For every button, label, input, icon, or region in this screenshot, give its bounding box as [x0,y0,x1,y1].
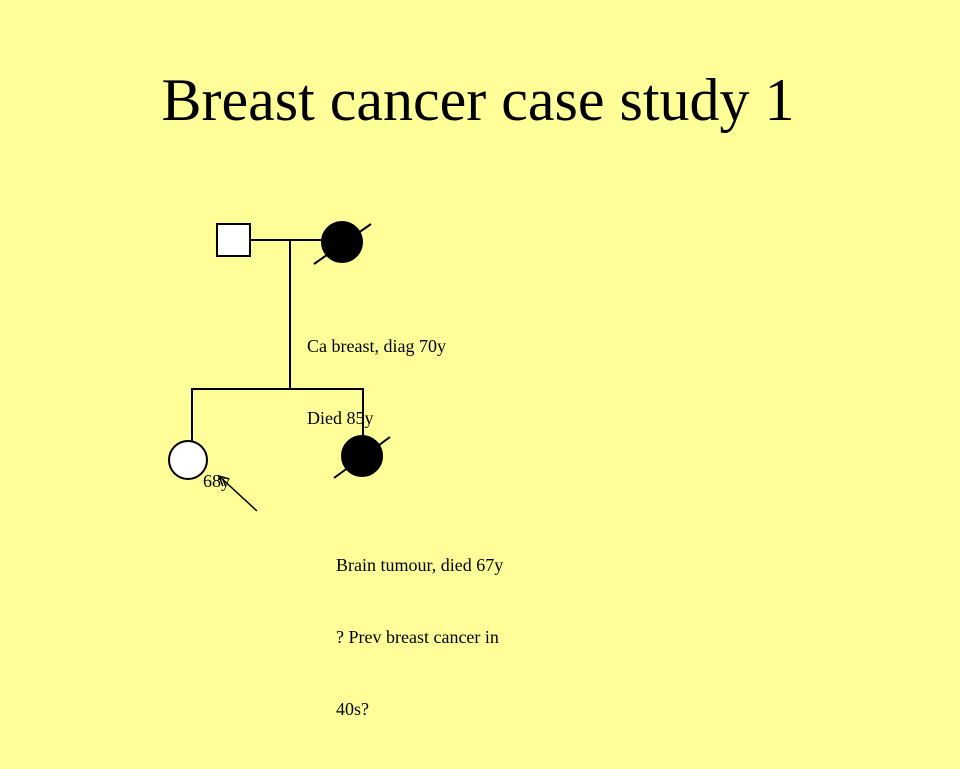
sister-note-line-1: Brain tumour, died 67y [336,555,504,575]
proband-age-label: 68y [203,421,230,541]
grandmother-note: Ca breast, diag 70y Died 85y [307,286,446,478]
sister-note-line-3: 40s? [336,699,369,719]
sister-deceased-mark [333,436,391,479]
sister-note-line-2: ? Prev breast cancer in [336,627,499,647]
grandmother-deceased-mark [313,223,372,265]
pedigree-chart [168,221,391,512]
grandmother-note-line-1: Ca breast, diag 70y [307,336,446,356]
proband-arrow [219,476,258,512]
slide: Breast cancer case study 1 Ca breast, di… [161,67,795,719]
slide-title: Breast cancer case study 1 [161,67,795,133]
proband-symbol [168,440,208,480]
sister-note: Brain tumour, died 67y ? Prev breast can… [336,505,503,769]
grandmother-note-line-2: Died 85y [307,408,374,428]
grandmother-symbol [321,221,363,263]
proband-note-line-1: 68y [203,471,230,491]
grandfather-symbol [216,223,251,257]
